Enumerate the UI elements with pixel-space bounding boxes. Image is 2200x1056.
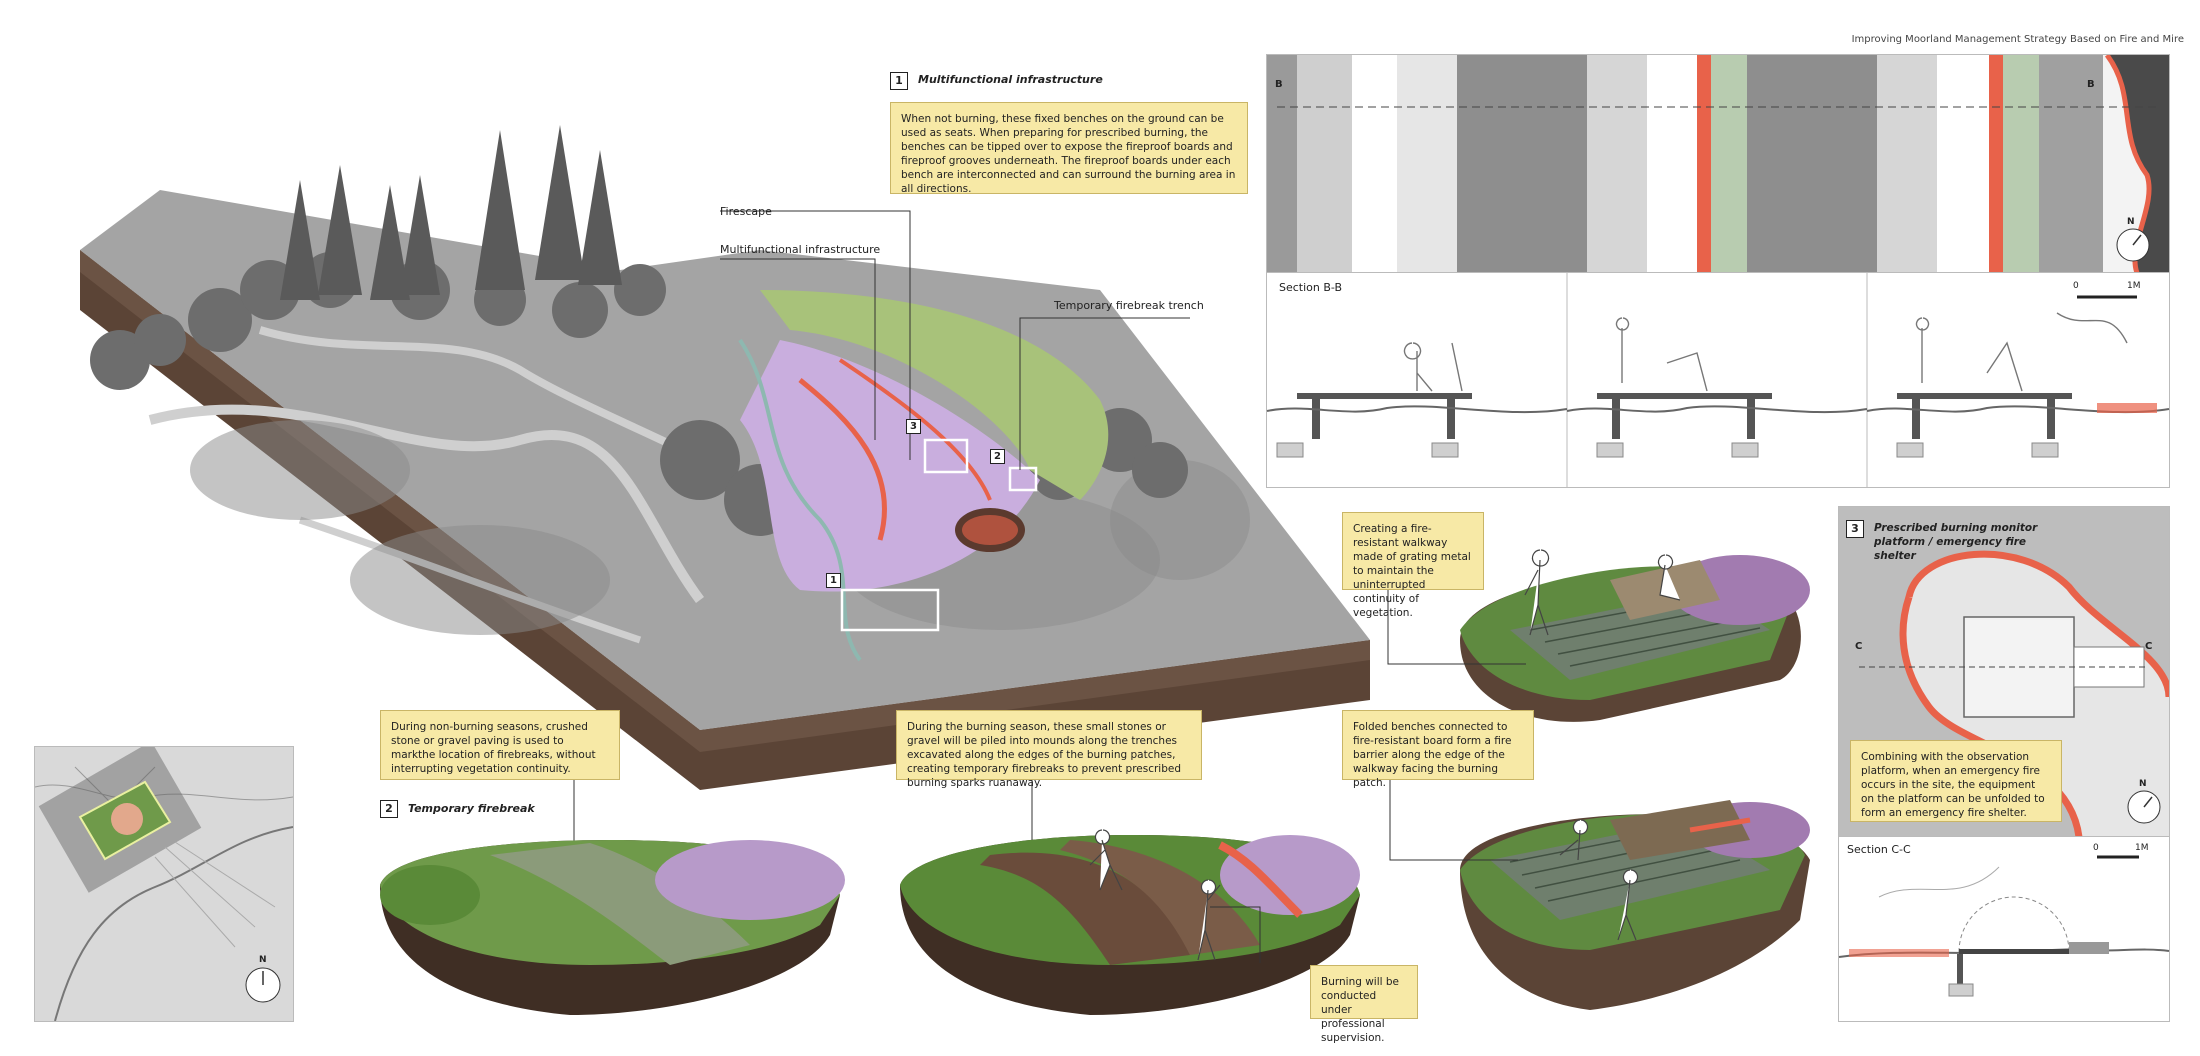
locator-map: N [34, 746, 294, 1022]
bb-scale-zero: 0 [2073, 281, 2079, 291]
section-bb-title: Section B-B [1279, 281, 1343, 294]
bb-north: N [2127, 217, 2135, 227]
firescape-label: Firescape [720, 205, 772, 218]
landscape-axonometric [80, 125, 1370, 790]
section-1-note: When not burning, these fixed benches on… [890, 102, 1248, 195]
barrier-leader-line [1389, 780, 1518, 861]
bb-marker-right: B [2087, 79, 2095, 90]
section-3-number: 3 [1846, 520, 1864, 538]
section-cc-title: Section C-C [1847, 843, 1911, 856]
locator-north: N [259, 955, 267, 965]
supervision-leader [1210, 906, 1261, 963]
island-burning [900, 829, 1360, 1015]
section-1-number: 1 [890, 72, 908, 90]
cc-scale-max: 1M [2135, 843, 2149, 853]
map-marker-1: 1 [826, 573, 841, 588]
section-1-title: Multifunctional infrastructure [918, 73, 1103, 86]
plan-bb: B B N [1266, 54, 2170, 274]
cc-scale-zero: 0 [2093, 843, 2099, 853]
section-2-number: 2 [380, 800, 398, 818]
map-marker-3: 3 [906, 419, 921, 434]
walkway-leader-line [1387, 590, 1526, 665]
map-marker-2: 2 [990, 449, 1005, 464]
bb-scale-max: 1M [2127, 281, 2141, 291]
section-3-title: Prescribed burning monitor platform / em… [1874, 522, 2038, 562]
barrier-island [1460, 800, 1810, 1010]
locator-map-drawing [35, 747, 293, 1021]
bb-marker-left: B [1275, 79, 1283, 90]
page-title: Improving Moorland Management Strategy B… [1851, 34, 2184, 45]
walkway-note: Creating a fire-resistant walkway made o… [1342, 512, 1484, 619]
plan-bb-drawing [1267, 55, 2169, 273]
island-nonburning [380, 840, 845, 1015]
burning-note: During the burning season, these small s… [896, 710, 1202, 789]
nonburning-note: During non-burning seasons, crushed ston… [380, 710, 620, 780]
cc-marker-right: C [2145, 641, 2153, 652]
section-2-title: Temporary firebreak [408, 802, 535, 815]
multifunctional-label: Multifunctional infrastructure [720, 243, 881, 256]
barrier-note: Folded benches connected to fire-resista… [1342, 710, 1534, 789]
section-cc-drawing [1838, 855, 2170, 997]
walkway-island [1460, 549, 1810, 722]
cc-north: N [2139, 779, 2147, 789]
supervision-note: Burning will be conducted under professi… [1310, 965, 1418, 1044]
trench-label: Temporary firebreak trench [1054, 299, 1204, 312]
platform-plan-drawing [1839, 507, 2169, 837]
section-bb-elevation: Section B-B 0 1M [1266, 272, 2170, 488]
platform-note: Combining with the observation platform,… [1850, 740, 2062, 822]
section-cc-elevation: Section C-C 0 1M [1838, 836, 2170, 1022]
section-bb-drawing [1266, 273, 2170, 487]
cc-marker-left: C [1855, 641, 1863, 652]
